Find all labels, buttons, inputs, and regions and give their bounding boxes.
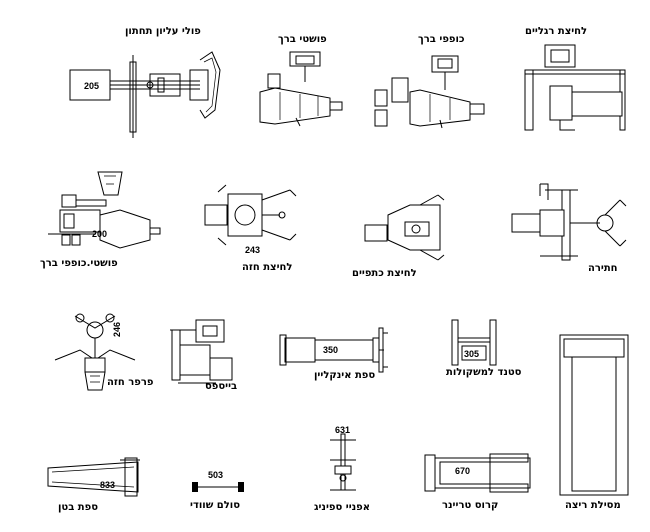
incline-bench (279, 327, 388, 373)
combo-leg-machine (48, 171, 161, 249)
upper-pulley-machine (69, 51, 221, 138)
label-shoulder-press: לחיצת כתפיים (352, 268, 417, 279)
number-200: 200 (92, 229, 108, 239)
number-205: 205 (84, 81, 100, 91)
shoulder-press-machine (364, 194, 445, 261)
abs-bench (47, 457, 140, 497)
number-305: 305 (464, 349, 480, 359)
label-treadmill: מסילת ריצה (565, 500, 621, 511)
label-row: חתירה (588, 263, 618, 274)
number-243: 243 (245, 245, 261, 255)
cross-trainer (424, 453, 531, 493)
leg-curl-machine (374, 55, 485, 129)
label-leg-curl: כופפי ברך (418, 34, 465, 45)
label-cross-trainer: קרוס טריינר (442, 500, 499, 511)
label-incline-bench: ספת אינקליין (314, 370, 376, 381)
label-leg-press: לחיצת רגליים (525, 26, 588, 37)
label-pec-fly: פרפר חזה (107, 377, 154, 388)
number-670: 670 (455, 466, 471, 476)
chest-press-machine (204, 184, 297, 246)
label-leg-extension: פושטי ברך (278, 34, 327, 45)
treadmill (559, 334, 629, 496)
label-abs-bench: ספת בטן (58, 502, 99, 513)
label-biceps: בייספס (205, 381, 238, 392)
leg-extension-machine (259, 51, 343, 127)
label-chest-press: לחיצת חזה (242, 262, 293, 273)
number-503: 503 (208, 470, 224, 480)
label-upper-pulley: פולי עליון תחתון (125, 26, 201, 37)
number-631: 631 (335, 425, 351, 435)
label-combo-leg: פושטי.כופפי ברך (40, 258, 118, 269)
pec-fly-machine (54, 313, 136, 391)
weights-stand (451, 319, 497, 366)
spinning-bike (330, 433, 356, 491)
biceps-machine (170, 319, 233, 384)
label-dumbbell-bar: סולם שוודי (190, 500, 240, 511)
row-machine (511, 183, 627, 261)
label-spinning: אפניי ספיניג (314, 502, 371, 513)
number-833: 833 (100, 480, 116, 490)
number-246: 246 (112, 321, 122, 337)
label-weights-stand: סטנד למשקולות (446, 367, 522, 378)
leg-press-machine (524, 44, 626, 131)
dumbbell-bar (192, 482, 244, 492)
number-350: 350 (323, 345, 339, 355)
